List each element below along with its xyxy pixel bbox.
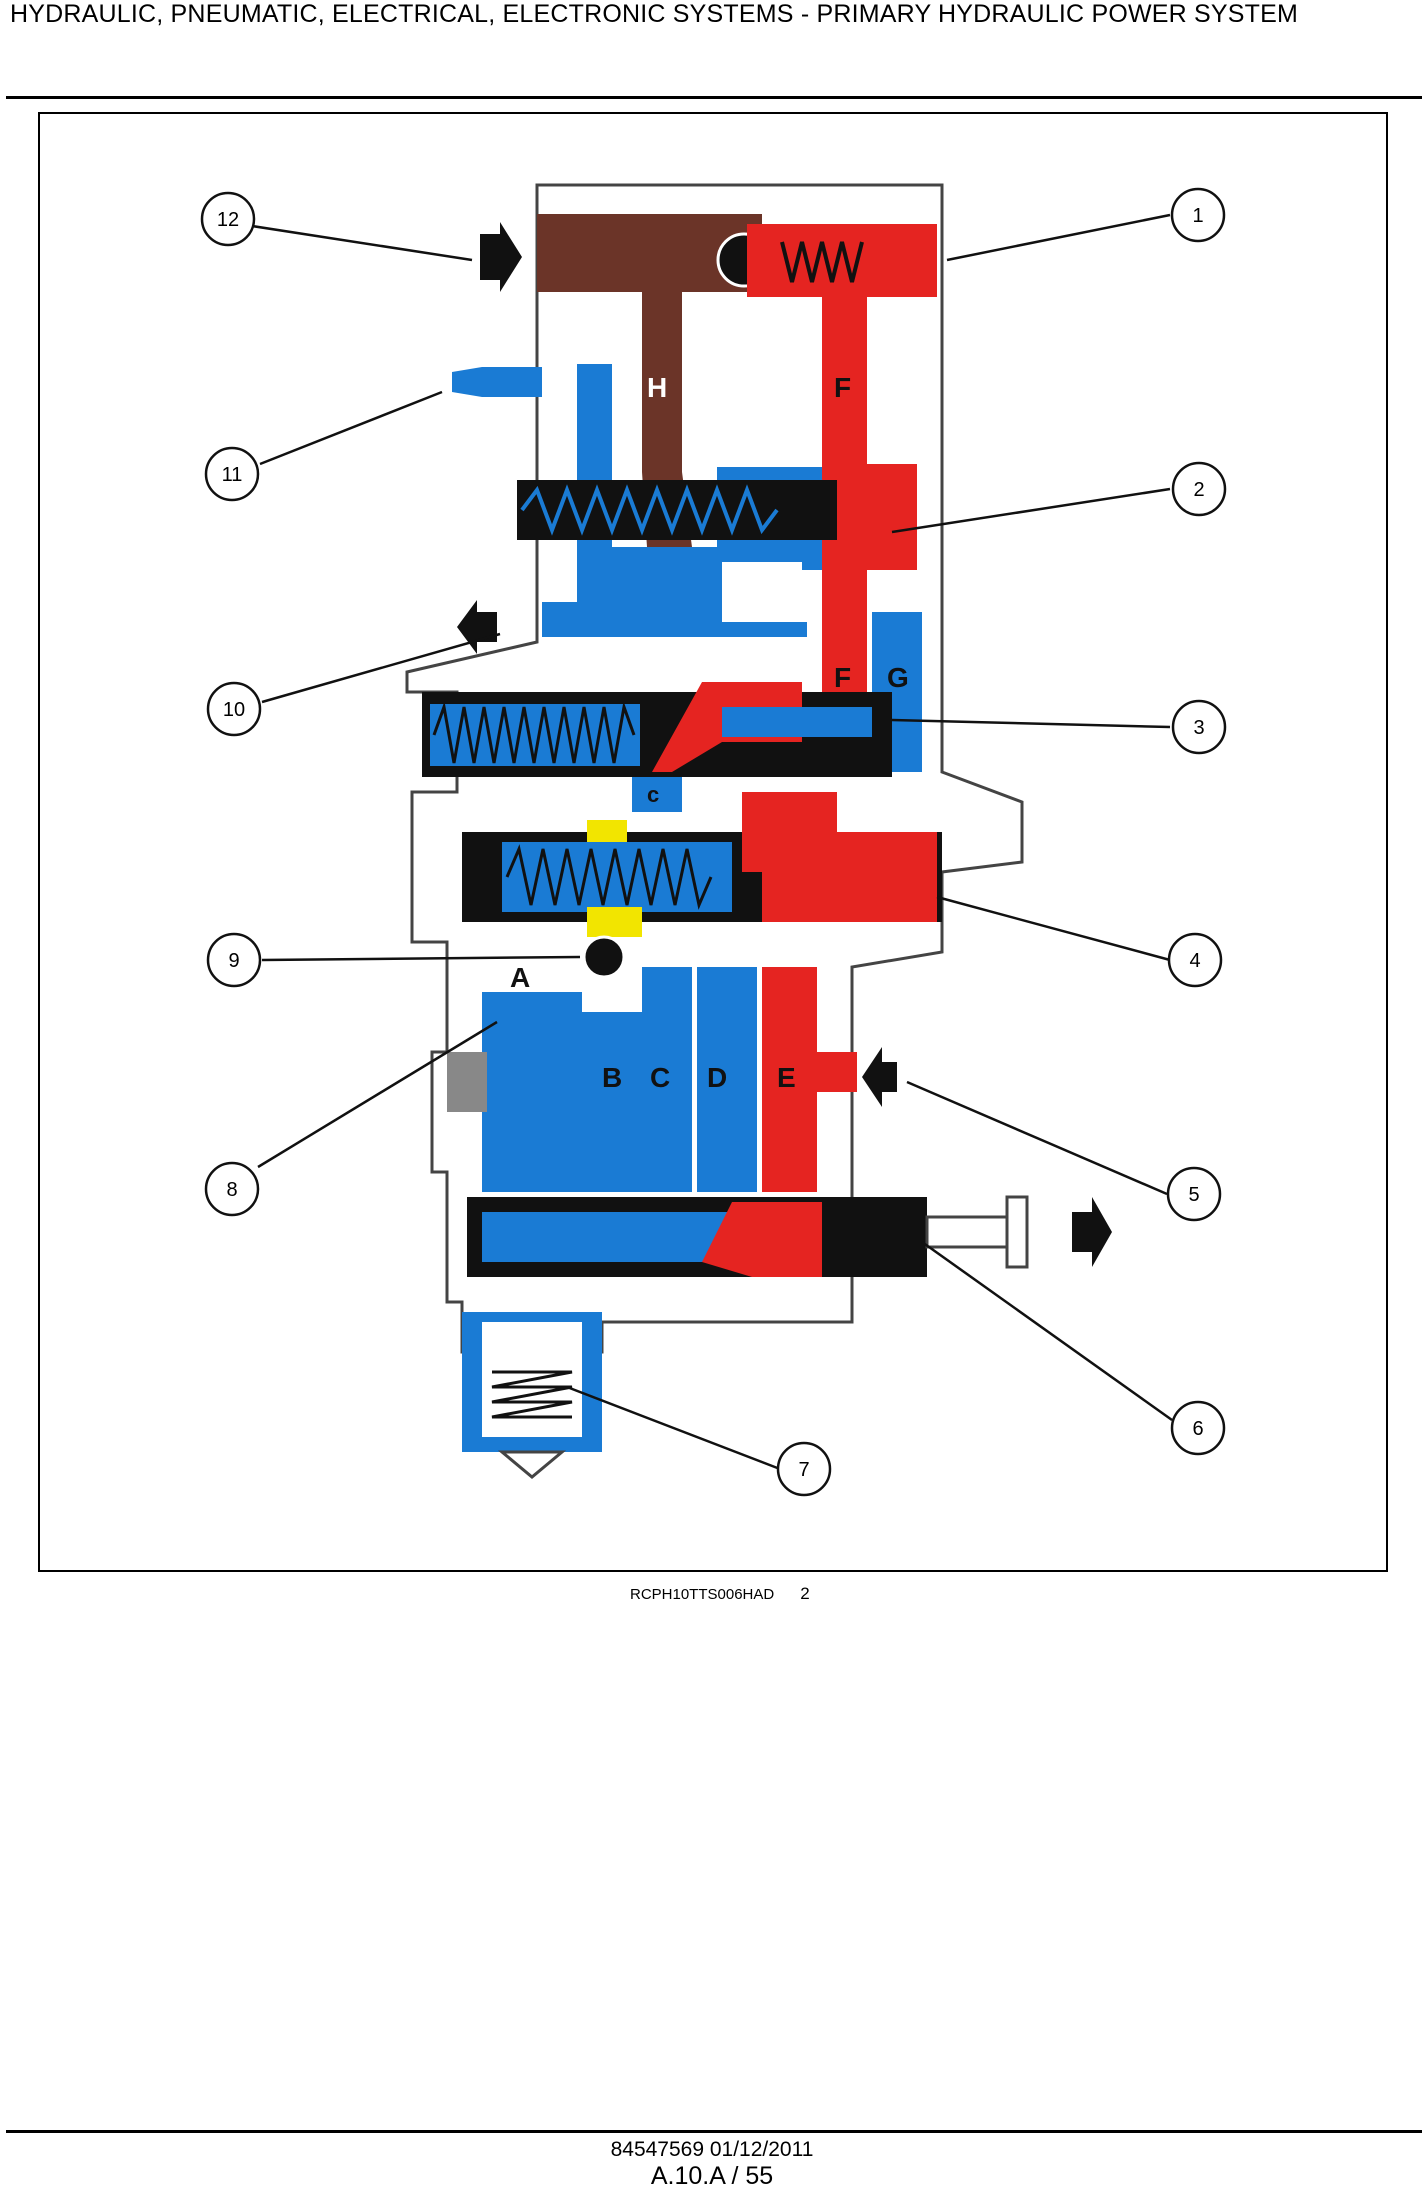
callout-7: 7 bbox=[776, 1441, 832, 1497]
fitting-11 bbox=[452, 367, 542, 397]
leader-11 bbox=[259, 390, 443, 466]
callout-1: 1 bbox=[1170, 187, 1226, 243]
leader-7 bbox=[566, 1385, 781, 1471]
outlet-arrow-6 bbox=[1072, 1197, 1112, 1267]
svg-text:4: 4 bbox=[1189, 950, 1200, 972]
pressure-block-top bbox=[747, 224, 937, 692]
page-header-title: HYDRAULIC, PNEUMATIC, ELECTRICAL, ELECTR… bbox=[10, 0, 1299, 28]
spool-4-pressure bbox=[742, 792, 937, 922]
callout-12: 12 bbox=[200, 191, 256, 247]
relief-valve-spring bbox=[491, 1370, 573, 1419]
port-letter-e: E bbox=[777, 1062, 796, 1093]
port-letter-d: D bbox=[707, 1062, 727, 1093]
spool-6-pressure bbox=[702, 1202, 822, 1277]
svg-text:6: 6 bbox=[1192, 1418, 1203, 1440]
callout-11: 11 bbox=[204, 446, 260, 502]
svg-text:12: 12 bbox=[217, 209, 239, 231]
outlet-arrow-10 bbox=[457, 600, 497, 654]
svg-text:3: 3 bbox=[1193, 717, 1204, 739]
svg-text:1: 1 bbox=[1192, 205, 1203, 227]
leader-6 bbox=[921, 1240, 1173, 1422]
leader-4 bbox=[936, 895, 1171, 962]
spool-3-return-end bbox=[722, 707, 872, 737]
leader-9 bbox=[261, 955, 581, 962]
callout-9: 9 bbox=[206, 932, 262, 988]
signal-yellow-upper bbox=[587, 820, 627, 842]
callout-10: 10 bbox=[206, 681, 262, 737]
supply-channel-h bbox=[537, 214, 762, 547]
footer-doc-info: 84547569 01/12/2011 bbox=[610, 2138, 814, 2161]
leader-8 bbox=[257, 1020, 498, 1169]
inlet-arrow-12 bbox=[480, 222, 522, 292]
callout-4: 4 bbox=[1167, 932, 1223, 988]
port-letter-g-middle: G bbox=[747, 577, 769, 608]
channel-e-port bbox=[817, 1052, 857, 1092]
footer-page-number: A.10.A / 55 bbox=[650, 2162, 774, 2190]
figure-ref-code: RCPH10TTS006HAD bbox=[630, 1586, 775, 1603]
leader-1 bbox=[946, 213, 1171, 262]
svg-text:8: 8 bbox=[226, 1179, 237, 1201]
leader-3 bbox=[891, 718, 1171, 729]
callout-2: 2 bbox=[1171, 461, 1227, 517]
channel-c bbox=[642, 967, 692, 1192]
channel-a bbox=[482, 992, 582, 1192]
spool-6-return bbox=[482, 1212, 732, 1262]
figure-caption: RCPH10TTS006HAD 2 bbox=[630, 1584, 810, 1604]
port-letter-c-small: c bbox=[647, 782, 659, 807]
spring-top bbox=[780, 241, 864, 283]
return-channel-g-upper bbox=[542, 364, 822, 637]
port-letter-b: B bbox=[602, 1062, 622, 1093]
svg-text:9: 9 bbox=[228, 950, 239, 972]
callout-3: 3 bbox=[1171, 699, 1227, 755]
callout-6: 6 bbox=[1170, 1400, 1226, 1456]
valve-cross-section: A B C D E F F G G H c 1 2 3 4 5 bbox=[200, 183, 1227, 1497]
check-ball-9 bbox=[582, 935, 626, 979]
leader-10 bbox=[261, 632, 501, 704]
port-letter-f-upper: F bbox=[834, 372, 851, 403]
footer-rule bbox=[6, 2130, 1422, 2133]
spool-6-cap bbox=[1005, 1195, 1029, 1269]
leader-5 bbox=[906, 1080, 1168, 1196]
spool-3-spring bbox=[432, 701, 636, 764]
spool-2-cap bbox=[837, 464, 917, 564]
spool-2-spring bbox=[520, 484, 779, 536]
svg-text:2: 2 bbox=[1193, 479, 1204, 501]
port-letter-f-lower: F bbox=[834, 662, 851, 693]
leader-12 bbox=[251, 224, 473, 262]
channel-d bbox=[697, 967, 757, 1192]
channel-e bbox=[762, 967, 817, 1192]
hydraulic-valve-diagram: A B C D E F F G G H c 1 2 3 4 5 bbox=[38, 112, 1388, 1572]
inlet-arrow-5 bbox=[862, 1047, 897, 1107]
figure-number: 2 bbox=[800, 1584, 810, 1603]
svg-text:7: 7 bbox=[798, 1459, 809, 1481]
relief-valve-seat bbox=[497, 1450, 567, 1479]
svg-text:11: 11 bbox=[222, 464, 243, 486]
signal-yellow-lower bbox=[587, 907, 642, 937]
svg-text:10: 10 bbox=[223, 699, 245, 721]
return-channel-c bbox=[632, 777, 682, 812]
svg-text:5: 5 bbox=[1188, 1184, 1199, 1206]
channel-a-inlet bbox=[447, 1052, 487, 1112]
callout-5: 5 bbox=[1166, 1166, 1222, 1222]
port-letter-a: A bbox=[510, 962, 530, 993]
port-letter-g-right: G bbox=[887, 662, 909, 693]
spool-6-rod bbox=[925, 1215, 1019, 1249]
leader-2 bbox=[891, 487, 1171, 534]
spool-4-spring bbox=[505, 844, 713, 910]
header-rule bbox=[6, 96, 1422, 99]
callout-8: 8 bbox=[204, 1161, 260, 1217]
port-letter-c: C bbox=[650, 1062, 670, 1093]
port-letter-h: H bbox=[647, 372, 667, 403]
